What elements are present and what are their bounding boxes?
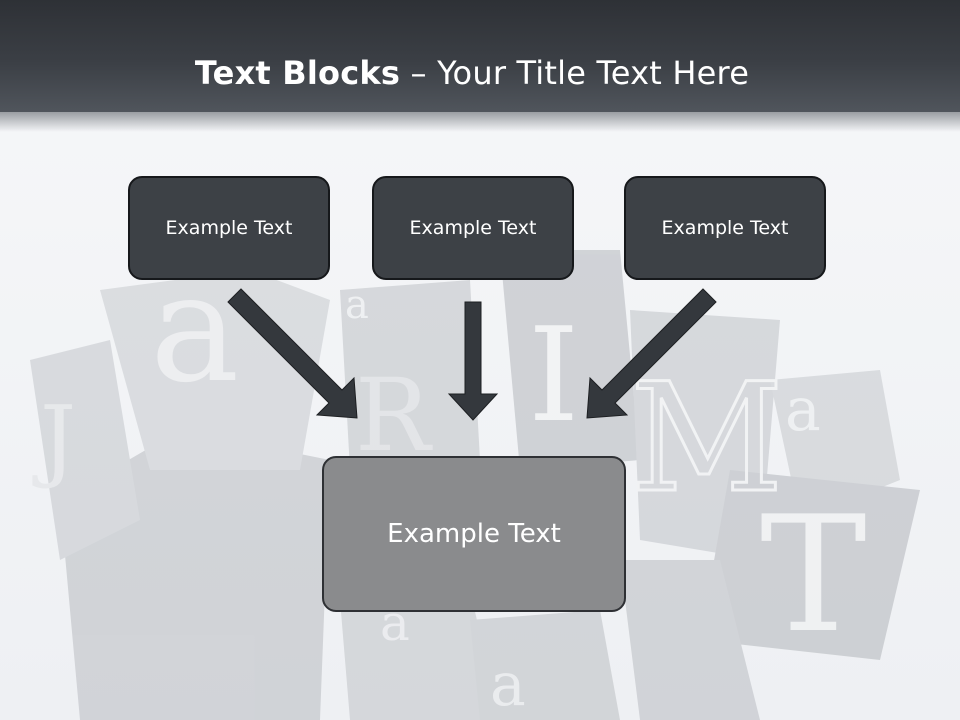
type-block (340, 280, 480, 470)
title-rest: Your Title Text Here (437, 54, 750, 92)
type-block (30, 340, 140, 560)
bg-letter: a (785, 375, 821, 445)
bg-letter: R (355, 357, 433, 474)
arrow-right (586, 288, 717, 419)
bg-letter: T (760, 481, 867, 668)
type-block (620, 560, 760, 720)
text-box-label: Example Text (409, 217, 537, 239)
bg-letter: I (528, 299, 579, 451)
text-box-right[interactable]: Example Text (624, 176, 826, 280)
arrow-left (227, 288, 358, 419)
text-box-center[interactable]: Example Text (372, 176, 574, 280)
bg-letter: J (32, 387, 76, 492)
arrow-center (447, 301, 499, 421)
title-bar-shadow (0, 112, 960, 132)
type-block (340, 590, 500, 720)
title-bar (0, 0, 960, 112)
text-box-label: Example Text (165, 217, 293, 239)
bg-letter: M (630, 352, 784, 526)
bg-letter: a (345, 282, 369, 328)
text-box-main[interactable]: Example Text (322, 456, 626, 612)
title-separator: – (400, 54, 438, 92)
bg-letter: a (490, 650, 526, 720)
slide-title: Text Blocks – Your Title Text Here (0, 54, 944, 92)
text-box-left[interactable]: Example Text (128, 176, 330, 280)
text-box-label: Example Text (661, 217, 789, 239)
title-bold: Text Blocks (194, 54, 401, 92)
text-box-main-label: Example Text (387, 519, 561, 549)
type-block (700, 470, 920, 660)
type-block (470, 610, 620, 720)
